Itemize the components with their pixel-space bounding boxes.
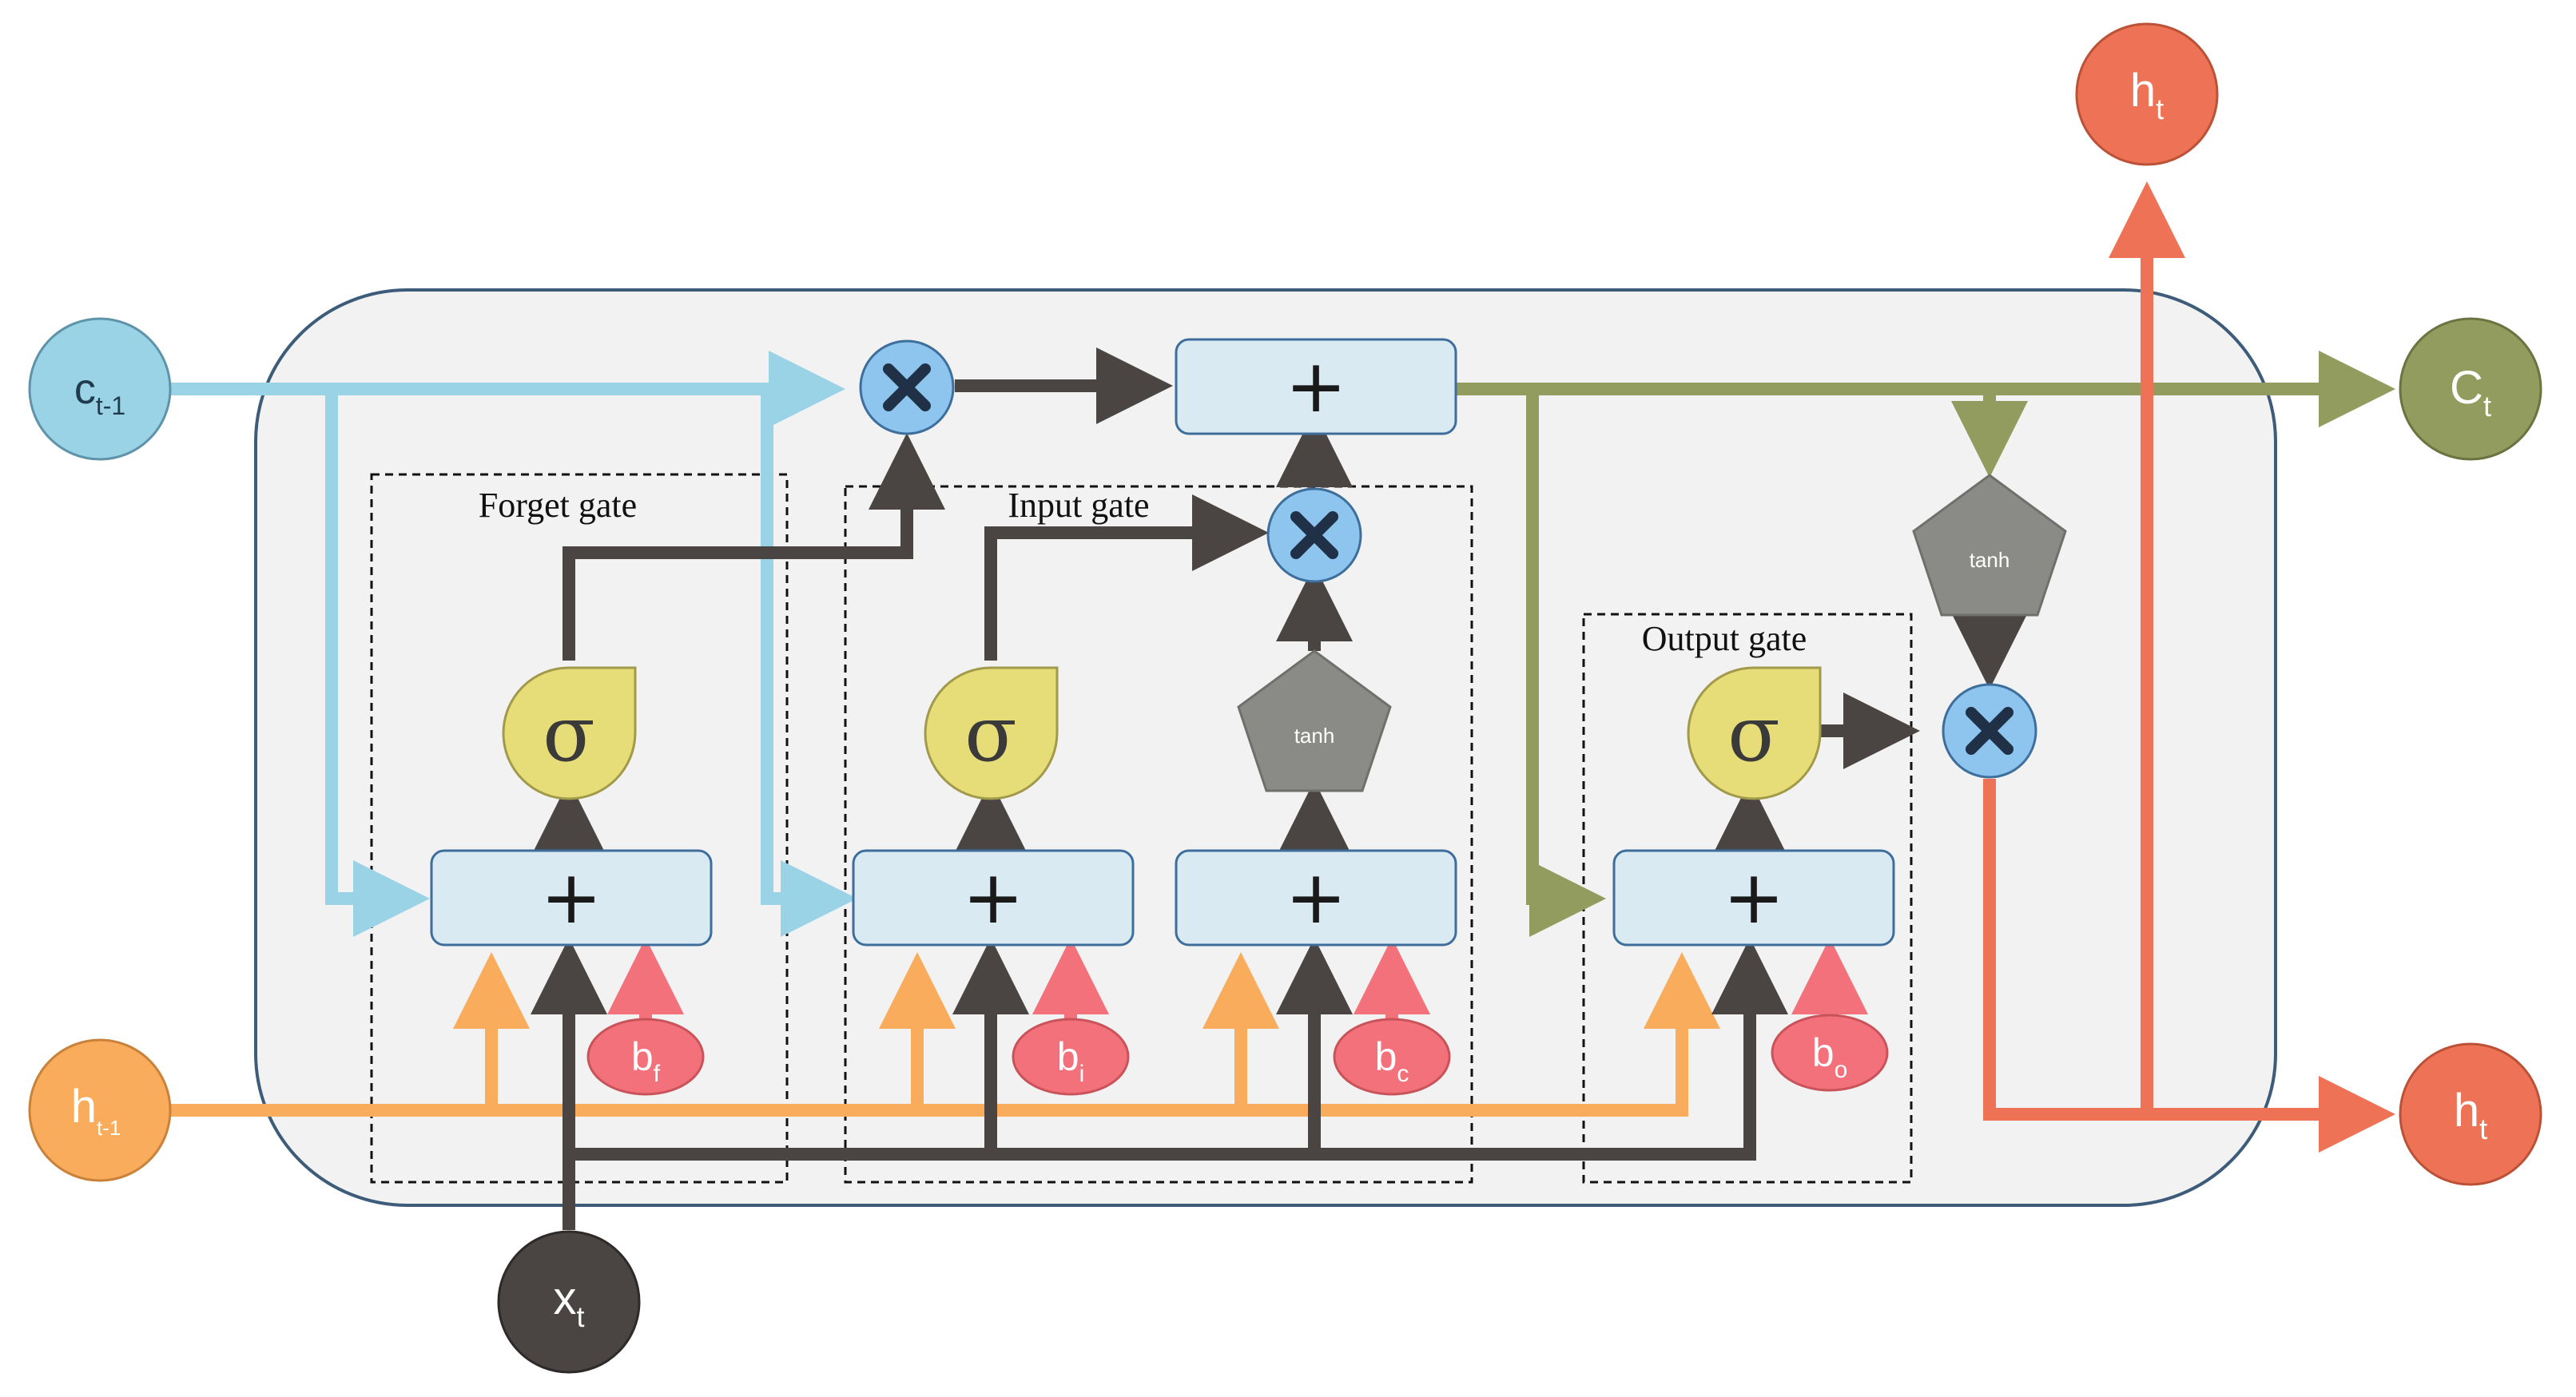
svg-text:Ct: Ct <box>2450 362 2491 423</box>
sigmoid-output: σ <box>1687 666 1822 800</box>
svg-text:σ: σ <box>964 689 1017 779</box>
output-gate-label: Output gate <box>1642 619 1807 658</box>
internal-flow-lines <box>531 347 2028 857</box>
node-c-prev: ct-1 <box>28 317 172 461</box>
svg-text:ht: ht <box>2130 65 2164 125</box>
forget-gate-box <box>370 473 789 1184</box>
svg-text:+: + <box>1723 855 1784 940</box>
node-c-out: Ct <box>2399 317 2542 461</box>
svg-text:bo: bo <box>1812 1030 1848 1083</box>
sigmoid-input: σ <box>924 666 1059 800</box>
input-gate-label: Input gate <box>1008 486 1149 525</box>
adder-top: + <box>1175 338 1457 435</box>
svg-text:ct-1: ct-1 <box>74 365 125 420</box>
tanh-candidate: tanh <box>1237 649 1392 792</box>
hidden-state-input-lines <box>168 952 1720 1117</box>
node-h-out-right: ht <box>2399 1042 2542 1186</box>
svg-text:σ: σ <box>543 689 595 779</box>
adder-output: + <box>1612 849 1895 947</box>
svg-text:+: + <box>962 855 1024 940</box>
node-x: xt <box>497 1230 641 1374</box>
bias-input: bi <box>1012 1018 1130 1096</box>
multiply-input <box>1266 487 1362 583</box>
svg-text:bc: bc <box>1375 1034 1409 1087</box>
svg-text:ht: ht <box>2454 1085 2487 1145</box>
svg-text:+: + <box>1285 855 1346 940</box>
bias-candidate: bc <box>1333 1018 1451 1096</box>
output-gate-box <box>1582 613 1913 1184</box>
bias-forget: bf <box>586 1018 705 1096</box>
svg-text:ht-1: ht-1 <box>71 1081 121 1140</box>
svg-text:+: + <box>1285 343 1346 429</box>
multiply-output <box>1942 683 2037 779</box>
bias-arrows <box>607 938 1868 1018</box>
bias-output: bo <box>1771 1014 1889 1092</box>
adder-forget: + <box>430 849 713 947</box>
svg-text:tanh: tanh <box>1970 548 2010 572</box>
hidden-output-lines <box>1983 181 2395 1153</box>
forget-gate-label: Forget gate <box>479 486 637 525</box>
x-input-lines <box>531 938 1788 1230</box>
svg-text:σ: σ <box>1727 689 1780 779</box>
sigmoid-forget: σ <box>502 666 637 800</box>
svg-text:tanh: tanh <box>1294 724 1335 748</box>
node-h-prev: ht-1 <box>28 1038 172 1182</box>
svg-text:+: + <box>540 855 602 940</box>
adder-input: + <box>852 849 1135 947</box>
tanh-output: tanh <box>1912 474 2067 617</box>
input-gate-box <box>844 485 1473 1184</box>
svg-text:bf: bf <box>631 1034 661 1087</box>
cell-state-output-lines <box>1454 351 2395 937</box>
svg-text:bi: bi <box>1057 1034 1084 1087</box>
adder-candidate: + <box>1175 849 1457 947</box>
node-h-out-top: ht <box>2075 22 2219 166</box>
svg-text:xt: xt <box>553 1272 584 1333</box>
multiply-forget <box>859 339 955 435</box>
